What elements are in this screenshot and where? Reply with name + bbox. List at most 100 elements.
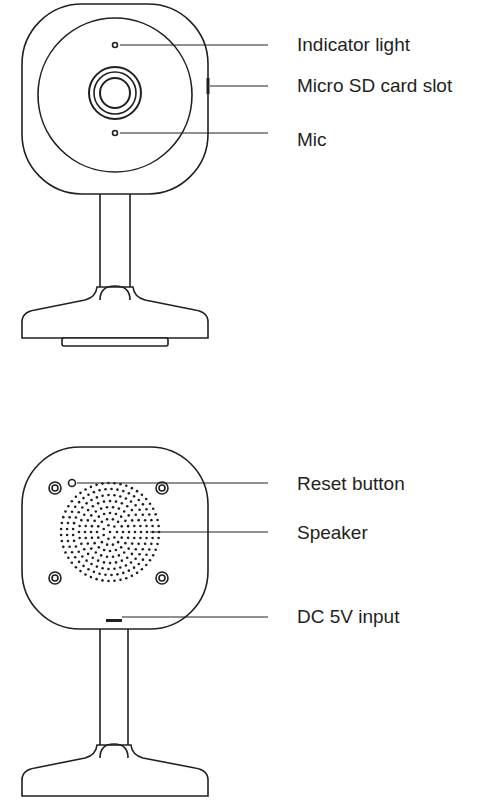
grille-hole [131, 519, 134, 522]
grille-hole [138, 553, 141, 556]
grille-hole [73, 540, 76, 543]
grille-hole [123, 510, 126, 513]
grille-hole [130, 500, 133, 503]
grille-hole [82, 497, 85, 500]
grille-hole [77, 550, 80, 553]
grille-hole [122, 572, 125, 575]
grille-hole [64, 510, 67, 513]
grille-hole [106, 518, 109, 521]
grille-hole [81, 555, 84, 558]
camera-head-front [22, 4, 208, 194]
camera-neck-back [100, 625, 128, 750]
camera-base [22, 287, 208, 338]
grille-hole [144, 519, 147, 522]
grille-hole [84, 537, 87, 540]
grille-hole [95, 484, 98, 487]
grille-hole [126, 505, 129, 508]
grille-hole [84, 525, 87, 528]
base-foot [62, 338, 168, 346]
grille-hole [75, 566, 78, 569]
grille-hole [102, 534, 105, 537]
grille-hole [149, 559, 152, 562]
grille-hole [120, 515, 123, 518]
grille-hole [154, 548, 157, 551]
grille-hole [62, 546, 65, 549]
grille-hole [150, 543, 153, 546]
grille-hole [98, 572, 101, 575]
grille-hole [152, 508, 155, 511]
grille-hole [94, 510, 97, 513]
grille-hole [118, 507, 121, 510]
grille-hole [127, 514, 130, 517]
grille-hole [157, 537, 160, 540]
lens-outer [89, 67, 141, 119]
grille-hole [83, 548, 86, 551]
grille-hole [115, 561, 118, 564]
grille-hole [148, 548, 151, 551]
grille-hole [130, 561, 133, 564]
grille-hole [71, 511, 74, 514]
screws [49, 482, 168, 584]
grille-hole [78, 561, 81, 564]
grille-hole [123, 551, 126, 554]
grille-hole [68, 545, 71, 548]
grille-hole [91, 556, 94, 559]
grille-hole [93, 520, 96, 523]
grille-hole [142, 558, 145, 561]
neck-collar-back [100, 744, 128, 758]
grille-hole [100, 554, 103, 557]
grille-hole [122, 531, 125, 534]
grille-hole [119, 579, 122, 582]
grille-hole [139, 525, 142, 528]
grille-hole [80, 543, 83, 546]
mic-hole [113, 131, 118, 136]
grille-hole [109, 550, 112, 553]
grille-hole [125, 577, 128, 580]
grille-hole [109, 500, 112, 503]
grille-hole [101, 541, 104, 544]
grille-hole [134, 504, 137, 507]
lens-inner [100, 78, 130, 108]
grille-hole [90, 576, 93, 579]
grille-hole [121, 502, 124, 505]
grille-hole [107, 494, 110, 497]
grille-hole [79, 492, 82, 495]
grille-hole [115, 549, 118, 552]
grille-hole [119, 566, 122, 569]
leader-line [120, 45, 268, 46]
grille-hole [67, 540, 70, 543]
grille-hole [117, 521, 120, 524]
grille-hole [150, 519, 153, 522]
grille-hole [97, 559, 100, 562]
grille-hole [118, 554, 121, 557]
grille-hole [134, 548, 137, 551]
grille-hole [140, 531, 143, 534]
grille-hole [98, 515, 101, 518]
grille-hole [149, 502, 152, 505]
grille-hole [96, 565, 99, 568]
grille-hole [133, 525, 136, 528]
grille-hole [61, 522, 64, 525]
grille-hole [110, 574, 113, 577]
grille-hole [109, 512, 112, 515]
grille-hole [97, 525, 100, 528]
grille-hole [90, 514, 93, 517]
grille-hole [138, 508, 141, 511]
grille-hole [107, 538, 110, 541]
grille-hole [81, 506, 84, 509]
grille-hole [71, 500, 74, 503]
grille-hole [113, 525, 116, 528]
reset-button [69, 480, 76, 487]
grille-hole [102, 528, 105, 531]
grille-hole [131, 553, 134, 556]
grille-hole [73, 522, 76, 525]
grille-hole [62, 516, 65, 519]
grille-hole [145, 564, 148, 567]
grille-hole [78, 501, 81, 504]
grille-hole [84, 531, 87, 534]
grille-hole [77, 511, 80, 514]
grille-hole [112, 518, 115, 521]
grille-hole [85, 559, 88, 562]
grille-hole [67, 505, 70, 508]
grille-hole [93, 571, 96, 574]
